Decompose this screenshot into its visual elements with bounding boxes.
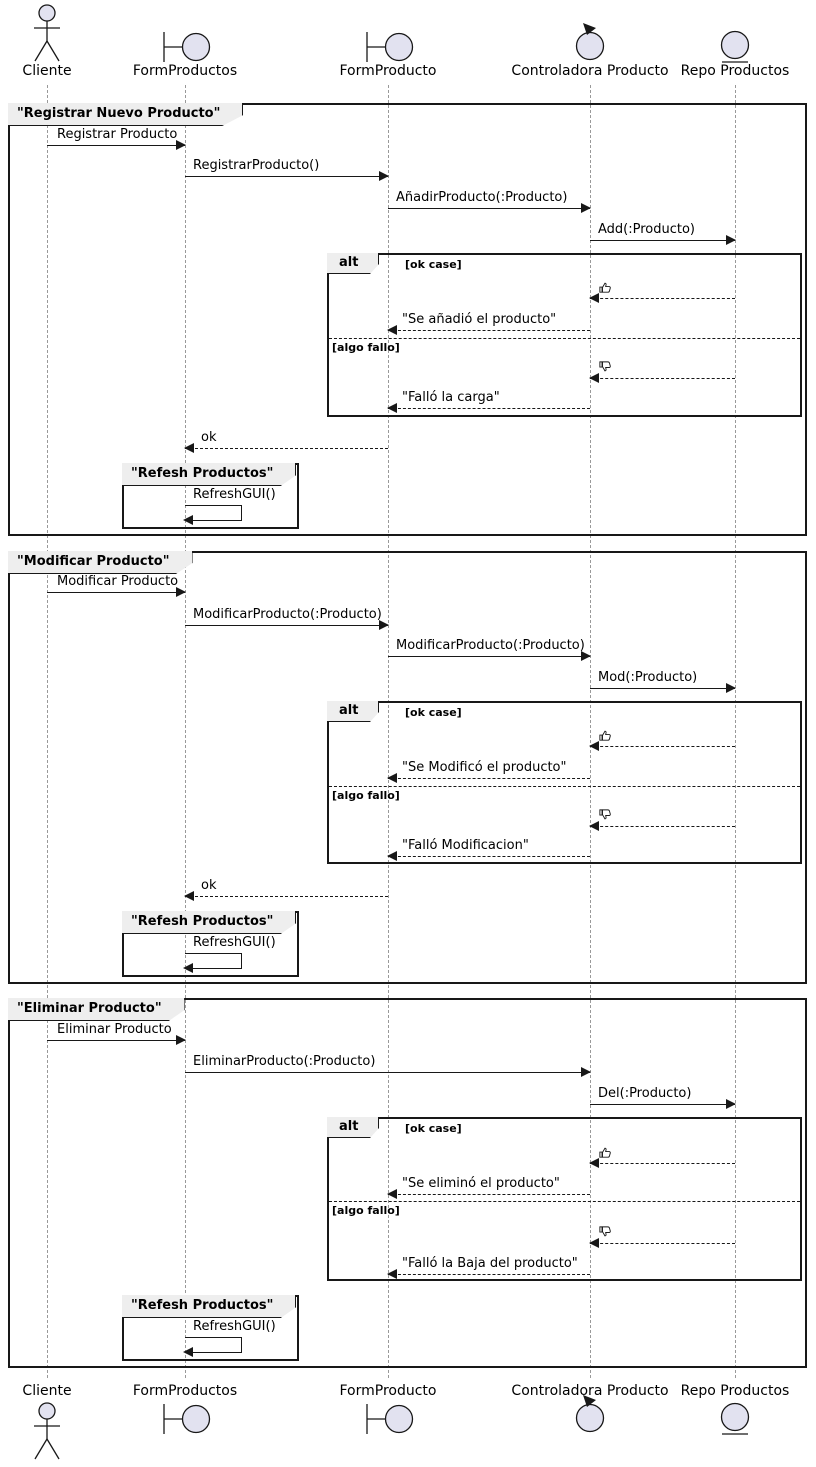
self-message-refreshgui-2: RefreshGUI() [193,935,276,950]
thumbs-up-icon [598,1145,613,1160]
alt-fragment-2: alt [327,701,802,864]
frame-refresh-productos-1: "Refesh Productos" [122,463,299,529]
thumbs-down-icon [598,360,613,375]
reply-fallo-carga: "Falló la carga" [387,390,590,413]
lifeline-formproducto [388,85,389,1378]
message-modificarproducto-1: ModificarProducto(:Producto) [185,607,389,630]
guard-algo-fallo: [algo fallo] [332,789,400,802]
participant-label-formproductos-bottom: FormProductos [132,1383,238,1399]
alt-divider-3 [329,1201,800,1202]
message-anadirproducto: AñadirProducto(:Producto) [388,190,591,213]
actor-icon [34,4,60,62]
participant-label-cliente: Cliente [22,63,72,79]
boundary-icon [366,32,414,62]
frame-eliminar-producto: "Eliminar Producto" [8,998,807,1368]
lifeline-controladora-producto [590,85,591,1378]
frame-title: "Refesh Productos" [122,1295,297,1318]
alt-operator: alt [327,253,380,274]
boundary-icon [163,1404,211,1434]
alt-fragment-1: alt [327,253,802,417]
reply-fallo-modificacion: "Falló Modificacion" [387,838,590,861]
frame-refresh-productos-3: "Refesh Productos" [122,1295,299,1361]
self-arrow-1 [183,505,242,525]
lifeline-cliente [47,85,48,1378]
guard-ok-case: [ok case] [405,1122,462,1135]
guard-algo-fallo: [algo fallo] [332,1204,400,1217]
control-icon [575,1395,605,1433]
message-mod-producto: Mod(:Producto) [590,670,736,693]
alt-operator: alt [327,1117,380,1138]
self-arrow-2 [183,953,242,973]
participant-label-formproductos: FormProductos [132,63,238,79]
thumbs-up-icon [598,728,613,743]
participant-label-controladora: Controladora Producto [511,63,669,79]
actor-icon [34,1402,60,1460]
reply-se-modifico: "Se Modificó el producto" [387,760,590,783]
message-modificar-producto: Modificar Producto [47,574,186,597]
thumbs-up-icon [598,280,613,295]
guard-ok-case: [ok case] [405,706,462,719]
frame-title: "Modificar Producto" [8,551,193,574]
thumbs-down-icon [598,1225,613,1240]
thumbs-down-icon [598,808,613,823]
frame-registrar-nuevo-producto: "Registrar Nuevo Producto" [8,103,807,536]
message-registrarproducto: RegistrarProducto() [185,158,389,181]
boundary-icon [366,1404,414,1434]
participant-label-repo-bottom: Repo Productos [680,1383,790,1399]
lifeline-formproductos [185,85,186,1378]
message-registrar-producto: Registrar Producto [47,127,186,150]
alt-divider-2 [329,786,800,787]
participant-label-formproducto: FormProducto [339,63,437,79]
alt-operator: alt [327,701,380,722]
reply-se-anadio: "Se añadió el producto" [387,312,590,335]
self-message-refreshgui-3: RefreshGUI() [193,1319,276,1334]
reply-fallo-baja: "Falló la Baja del producto" [387,1256,590,1279]
boundary-icon [163,32,211,62]
frame-title: "Eliminar Producto" [8,998,185,1021]
reply-failure-2 [589,808,735,831]
alt-divider-1 [329,338,800,339]
participant-label-cliente-bottom: Cliente [22,1383,72,1399]
message-eliminar-producto: Eliminar Producto [47,1022,186,1045]
frame-refresh-productos-2: "Refesh Productos" [122,911,299,977]
message-del-producto: Del(:Producto) [590,1086,736,1109]
participant-label-formproducto-bottom: FormProducto [339,1383,437,1399]
entity-icon [720,30,750,63]
reply-failure-3 [589,1225,735,1248]
message-eliminarproducto: EliminarProducto(:Producto) [185,1054,591,1077]
participant-label-repo: Repo Productos [680,63,790,79]
self-arrow-3 [183,1337,242,1357]
frame-modificar-producto: "Modificar Producto" [8,551,807,984]
control-icon [575,23,605,61]
guard-ok-case: [ok case] [405,258,462,271]
lifeline-repo-productos [735,85,736,1378]
alt-fragment-3: alt [327,1117,802,1281]
reply-ok-2: ok [184,878,388,901]
frame-title: "Refesh Productos" [122,911,297,934]
reply-success-2 [589,728,735,751]
reply-success-3 [589,1145,735,1168]
reply-ok-1: ok [184,430,388,453]
message-modificarproducto-2: ModificarProducto(:Producto) [388,638,591,661]
reply-failure-1 [589,360,735,383]
reply-success-1 [589,280,735,303]
message-add-producto: Add(:Producto) [590,222,736,245]
frame-title: "Refesh Productos" [122,463,297,486]
guard-algo-fallo: [algo fallo] [332,341,400,354]
reply-se-elimino: "Se eliminó el producto" [387,1176,590,1199]
self-message-refreshgui-1: RefreshGUI() [193,487,276,502]
frame-title: "Registrar Nuevo Producto" [8,103,244,126]
entity-icon [720,1402,750,1435]
participant-label-controladora-bottom: Controladora Producto [511,1383,669,1399]
